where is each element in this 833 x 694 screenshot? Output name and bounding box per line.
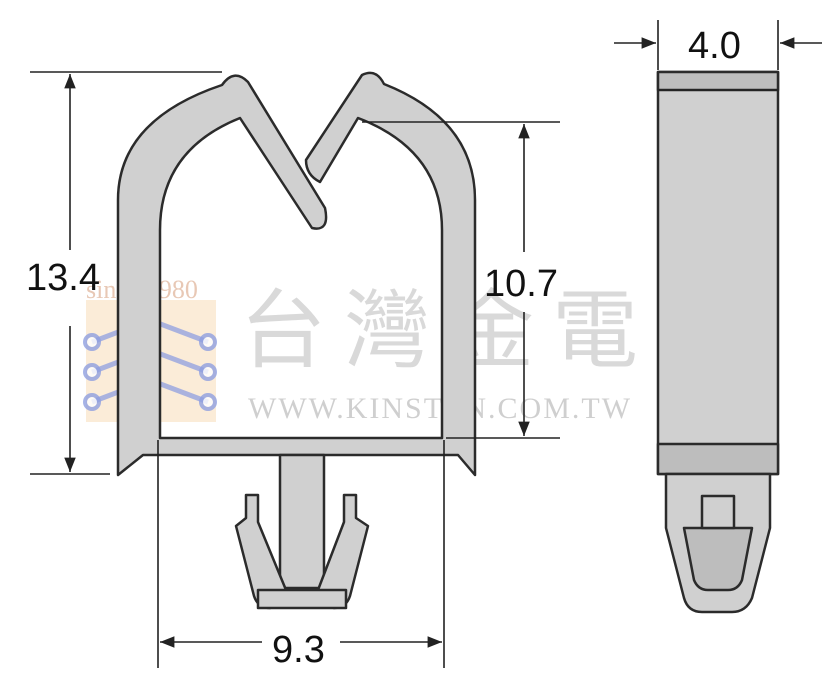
dim-inner-width: 9.3 bbox=[272, 629, 325, 671]
side-bottom-band bbox=[656, 442, 780, 476]
clip-body bbox=[116, 71, 477, 477]
side-body bbox=[656, 70, 780, 476]
dim-overall-height: 13.4 bbox=[26, 257, 100, 299]
anchor-stem bbox=[278, 453, 326, 590]
front-view bbox=[116, 71, 477, 610]
watermark-website: WWW.KINSTEN.COM.TW bbox=[248, 392, 632, 425]
side-anchor-nub bbox=[700, 494, 736, 530]
side-anchor-inner bbox=[682, 526, 754, 592]
side-view bbox=[656, 70, 780, 614]
side-top-band bbox=[656, 70, 780, 92]
anchor-foot bbox=[256, 588, 348, 610]
dimension-lines: 13.4 10.7 9.3 4.0 bbox=[26, 20, 822, 671]
dim-side-thickness: 4.0 bbox=[688, 25, 741, 67]
dim-inner-height: 10.7 bbox=[484, 263, 558, 305]
